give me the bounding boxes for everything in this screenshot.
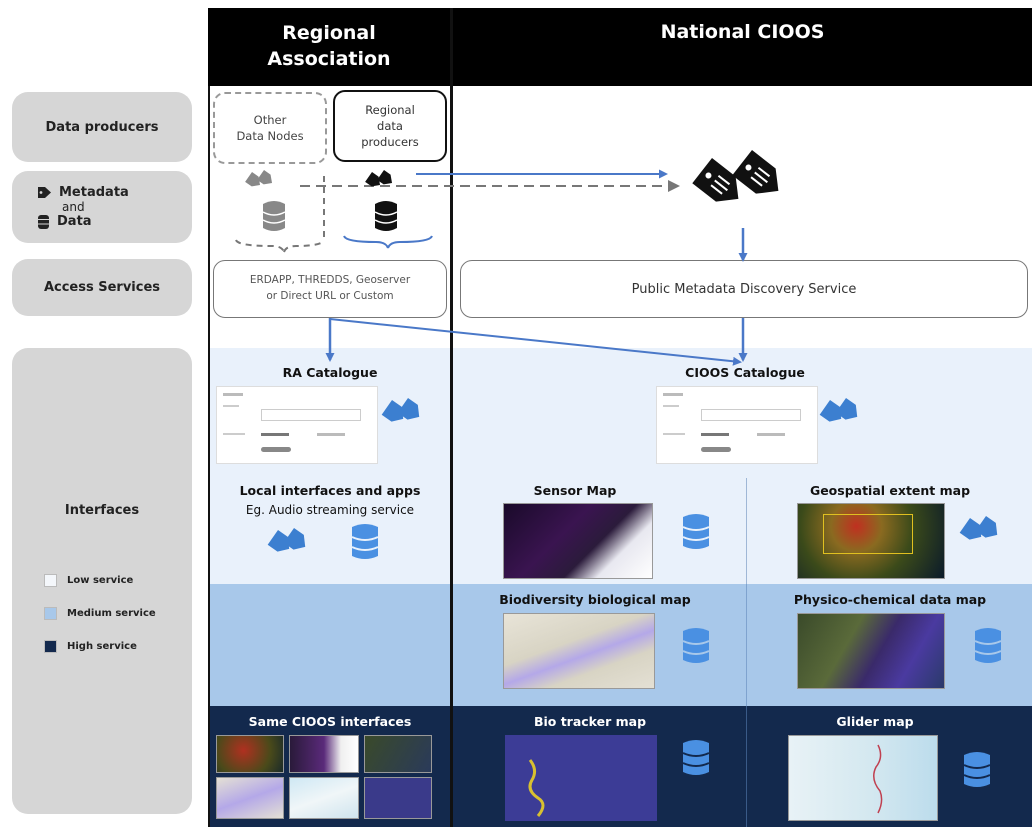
legend-medium-swatch [44,607,57,620]
public-metadata-discovery-label: Public Metadata Discovery Service [631,281,857,297]
tag-icon [975,516,998,538]
dashed-arrowhead [668,180,680,192]
database-icon [682,628,710,663]
geospatial-map-screenshot [797,503,945,579]
ra-access-services-box: ERDAPP, THREDDS, Geoserver or Direct URL… [213,260,447,318]
sensor-map-screenshot [503,503,653,579]
local-interfaces-title: Local interfaces and apps [239,483,421,498]
tag-icon [835,398,858,420]
glider-map-screenshot [788,735,938,821]
data-label: Data [57,214,92,229]
regional-header-text: Regional Association [267,22,391,70]
same-interfaces-thumb-2 [289,735,359,773]
same-interfaces-thumb-1 [216,735,284,773]
other-data-nodes-box: Other Data Nodes [213,92,327,164]
physico-chemical-map-title: Physico-chemical data map [793,592,987,607]
other-data-nodes-label: Other Data Nodes [236,112,304,143]
side-label-data-producers: Data producers [12,92,192,162]
database-icon [682,514,710,549]
side-label-access-services: Access Services [12,259,192,316]
access-services-label: Access Services [43,280,161,295]
dashed-bracket-other [235,239,325,253]
sensor-map-title: Sensor Map [533,483,617,498]
and-label: and [62,200,85,214]
same-cioos-interfaces-title: Same CIOOS interfaces [248,714,412,729]
band-divider-med [746,584,747,706]
tag-icon [38,187,51,198]
national-header-text: National CIOOS [660,21,825,43]
legend-medium: Medium service [44,607,156,620]
tag-icon [381,400,404,422]
side-label-interfaces: Interfaces Low service Medium service Hi… [12,348,192,814]
ra-catalogue-title: RA Catalogue [282,365,378,380]
arrow-ra-access-to-cioos-catalogue [329,318,742,366]
biodiversity-map-screenshot [503,613,655,689]
band-divider-high [746,706,747,827]
regional-data-producers-label: Regional data producers [361,102,419,150]
data-producers-label: Data producers [45,119,159,135]
bracket-regional [343,235,433,249]
column-border-middle [450,8,453,827]
header-regional-association: Regional Association [208,8,450,86]
glider-map-title: Glider map [836,714,914,729]
database-icon [262,201,286,231]
legend-high: High service [44,640,156,653]
legend-high-swatch [44,640,57,653]
bio-tracker-map-screenshot [505,735,657,821]
same-interfaces-thumb-3 [364,735,432,773]
database-icon [374,201,398,231]
biodiversity-map-title: Biodiversity biological map [499,592,691,607]
legend-high-label: High service [67,641,137,652]
column-border-left [208,8,210,827]
public-metadata-discovery-box: Public Metadata Discovery Service [460,260,1028,318]
bio-tracker-map-title: Bio tracker map [533,714,647,729]
database-icon [682,740,710,775]
tag-icon [959,518,982,540]
legend-low: Low service [44,574,156,587]
same-interfaces-thumb-5 [289,777,359,819]
bio-tracker-track [528,759,545,817]
interfaces-label: Interfaces [64,503,140,518]
database-icon [38,214,49,229]
tag-icon [692,158,739,202]
geospatial-map-title: Geospatial extent map [809,483,971,498]
same-interfaces-thumb-4 [216,777,284,819]
legend: Low service Medium service High service [44,574,156,653]
regional-data-producers-box: Regional data producers [333,90,447,162]
tag-icon [283,528,306,550]
database-icon [963,752,991,787]
side-label-metadata-data: Metadata and Data [12,171,192,243]
tag-icon [397,398,420,420]
ra-access-services-label: ERDAPP, THREDDS, Geoserver or Direct URL… [249,274,411,302]
tag-icon [257,170,276,188]
same-interfaces-thumb-6 [364,777,432,819]
cioos-catalogue-title: CIOOS Catalogue [685,365,805,380]
local-interfaces-subtitle: Eg. Audio streaming service [245,503,415,517]
header-national-cioos: National CIOOS [453,8,1032,86]
legend-medium-label: Medium service [67,608,156,619]
tag-icon [267,530,290,552]
legend-low-label: Low service [67,575,134,586]
physico-chemical-map-screenshot [797,613,945,689]
cioos-catalogue-screenshot [656,386,818,464]
tag-icon [732,150,779,194]
metadata-label: Metadata [59,185,129,200]
ra-catalogue-screenshot [216,386,378,464]
database-icon [351,524,379,559]
database-icon [974,628,1002,663]
band-divider-low [746,478,747,584]
glider-track [873,744,883,814]
legend-low-swatch [44,574,57,587]
tag-icon [819,400,842,422]
